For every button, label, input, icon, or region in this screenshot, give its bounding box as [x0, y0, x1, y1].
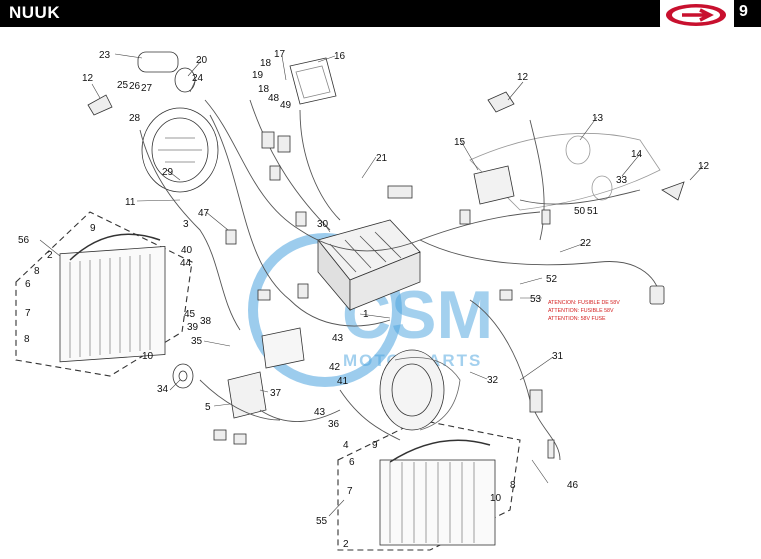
- callout-12-rear: 12: [698, 161, 710, 172]
- callout-39: 39: [187, 322, 199, 333]
- warning-line-1: ATENCION: FUSIBLE DE 58V: [548, 300, 620, 306]
- page-number: 9: [739, 3, 748, 20]
- callout-14: 14: [631, 149, 643, 160]
- callout-33: 33: [616, 175, 628, 186]
- callout-11: 11: [125, 197, 136, 208]
- callout-44: 44: [180, 258, 192, 269]
- motor-controller: [317, 219, 421, 312]
- callout-21: 21: [376, 153, 388, 164]
- callout-50: 50: [574, 206, 586, 217]
- callout-36: 36: [328, 419, 340, 430]
- battery-pack-left: [15, 211, 193, 377]
- callout-49: 49: [280, 100, 292, 111]
- callout-15: 15: [454, 137, 466, 148]
- callout-5: 5: [205, 402, 211, 413]
- electric-motor: [379, 349, 461, 431]
- callout-2-left: 2: [47, 250, 53, 261]
- callout-1: 1: [363, 309, 369, 320]
- callout-2-bottom: 2: [343, 539, 349, 550]
- callout-47: 47: [198, 208, 210, 219]
- callout-46: 46: [567, 480, 579, 491]
- turn-signal-rear-right: [661, 181, 685, 201]
- callout-17: 17: [274, 49, 286, 60]
- connectors: [213, 131, 555, 459]
- warning-line-2: ATTENTION: FUSIBLE 58V: [548, 308, 614, 314]
- dashboard-display: [289, 57, 337, 105]
- callout-10-bottom: 10: [490, 493, 502, 504]
- callout-22: 22: [580, 238, 592, 249]
- callout-34: 34: [157, 384, 169, 395]
- callout-28: 28: [129, 113, 141, 124]
- callout-42: 42: [329, 362, 341, 373]
- callout-45: 45: [184, 309, 196, 320]
- rieju-logo-icon: [660, 0, 734, 32]
- callout-29: 29: [162, 167, 174, 178]
- callout-8-bottom: 8: [510, 480, 516, 491]
- turn-signal-front-right: [487, 91, 515, 113]
- wiring-harness: [139, 99, 661, 461]
- headlight: [141, 107, 219, 193]
- callout-8-left-top: 8: [34, 266, 40, 277]
- callout-43-bottom: 43: [314, 407, 326, 418]
- callout-56: 56: [18, 235, 30, 246]
- callout-30: 30: [317, 219, 329, 230]
- header-bar: NUUK 9: [0, 0, 761, 32]
- page-title: NUUK: [9, 3, 61, 22]
- callout-43-top: 43: [332, 333, 344, 344]
- callout-8-left-bottom: 8: [24, 334, 30, 345]
- leader-lines: [39, 53, 704, 517]
- turn-signal-front-left: [87, 94, 113, 116]
- callout-35: 35: [191, 336, 203, 347]
- callout-12-front-left: 12: [82, 73, 94, 84]
- rear-body: [469, 132, 661, 211]
- throttle-grip: [137, 51, 196, 93]
- callout-18-bottom: 18: [258, 84, 270, 95]
- callout-23: 23: [99, 50, 111, 61]
- charger-module: [227, 327, 305, 419]
- battery-pack-bottom: [337, 419, 521, 551]
- callout-6-left: 6: [25, 279, 31, 290]
- callout-27: 27: [141, 83, 153, 94]
- horn: [172, 363, 194, 389]
- callout-41: 41: [337, 376, 349, 387]
- callout-40: 40: [181, 245, 193, 256]
- callout-16: 16: [334, 51, 346, 62]
- callout-12-front-right: 12: [517, 72, 529, 83]
- callout-52: 52: [546, 274, 558, 285]
- callout-7-bottom: 7: [347, 486, 353, 497]
- callout-51: 51: [587, 206, 599, 217]
- charging-plug: [649, 285, 665, 305]
- callout-38: 38: [200, 316, 212, 327]
- callout-6-bottom: 6: [349, 457, 355, 468]
- callout-31: 31: [552, 351, 564, 362]
- warning-line-3: ATTENTION: 58V FUSE: [548, 316, 606, 322]
- callout-55: 55: [316, 516, 328, 527]
- callout-3: 3: [183, 219, 189, 230]
- callout-48: 48: [268, 93, 280, 104]
- callout-9-bottom: 9: [372, 440, 378, 451]
- callout-26: 26: [129, 81, 141, 92]
- callout-53: 53: [530, 294, 542, 305]
- callout-10-left: 10: [142, 351, 154, 362]
- callout-4: 4: [343, 440, 349, 451]
- callout-25: 25: [117, 80, 129, 91]
- callout-9-left: 9: [90, 223, 96, 234]
- ecu-module: [473, 165, 515, 205]
- callout-20: 20: [196, 55, 208, 66]
- part-callouts: 1 2 2 3 4 5 6 6 7 7 8 8 8 9 9 10 10 11 1…: [18, 49, 710, 550]
- callout-32: 32: [487, 375, 499, 386]
- callout-24: 24: [192, 73, 204, 84]
- callout-7-left: 7: [25, 308, 31, 319]
- callout-19: 19: [252, 70, 264, 81]
- wiring-diagram: CSM MOTORPARTS: [15, 49, 710, 551]
- callout-18-top: 18: [260, 58, 272, 69]
- fuse-warning: ATENCION: FUSIBLE DE 58V ATTENTION: FUSI…: [548, 300, 620, 322]
- callout-13: 13: [592, 113, 604, 124]
- callout-37: 37: [270, 388, 282, 399]
